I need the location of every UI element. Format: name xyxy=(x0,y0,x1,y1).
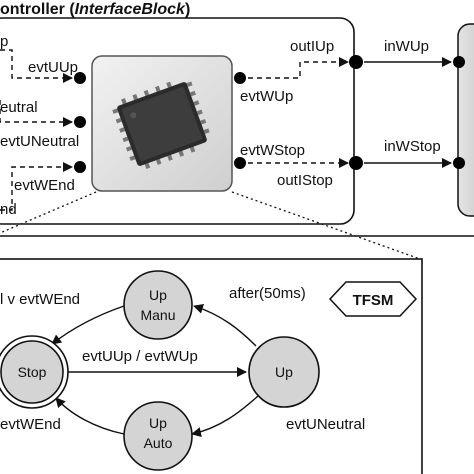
transition-label-top-right: after(50ms) xyxy=(229,285,306,302)
downstream-block xyxy=(457,23,474,217)
transitions xyxy=(51,303,259,437)
label-cut-up: p xyxy=(0,33,8,50)
label-inwstop: inWStop xyxy=(384,138,441,155)
transition-label-bottom-right: evtUNeutral xyxy=(286,416,365,433)
state-up-manu-line1: Up xyxy=(149,287,167,303)
state-up-auto: Up Auto xyxy=(123,401,193,471)
state-up-manu: Up Manu xyxy=(123,270,193,340)
transition-up-to-upauto xyxy=(191,395,259,437)
label-evtuneutral: evtUNeutral xyxy=(0,133,79,150)
port-outistop xyxy=(349,156,363,170)
tfsm-badge: TFSM xyxy=(328,281,418,317)
state-up-manu-line2: Manu xyxy=(140,307,175,323)
label-outiup: outIUp xyxy=(290,38,334,55)
label-evtuup: evtUUp xyxy=(28,59,78,76)
label-evtwup: evtWUp xyxy=(240,88,293,105)
chip-image xyxy=(91,55,233,192)
transition-label-middle: evtUUp / evtWUp xyxy=(82,348,198,365)
state-stop-label: Stop xyxy=(18,364,47,380)
transition-label-bottom-left: evtWEnd xyxy=(0,416,61,433)
port-evtwup xyxy=(234,72,246,84)
label-evtwstop: evtWStop xyxy=(240,142,305,159)
label-inwup: inWUp xyxy=(384,38,429,55)
transition-upmanu-to-stop xyxy=(51,305,125,345)
port-inwstop xyxy=(453,157,465,169)
port-evtuneutral xyxy=(74,116,86,128)
block-title: ontroller (InterfaceBlock) xyxy=(0,1,190,18)
port-evtwend xyxy=(74,161,86,173)
port-outiup xyxy=(349,55,363,69)
connectors xyxy=(0,49,452,211)
tfsm-badge-label: TFSM xyxy=(353,292,394,309)
state-up: Up xyxy=(248,336,320,408)
state-up-auto-line1: Up xyxy=(149,415,167,431)
port-inwup xyxy=(453,56,465,68)
transition-up-to-upmanu xyxy=(193,303,257,347)
zoom-callout-lines xyxy=(0,191,421,260)
port-evtuup xyxy=(74,72,86,84)
label-cut-end: nd xyxy=(0,201,17,218)
state-up-label: Up xyxy=(275,364,293,380)
state-up-auto-line2: Auto xyxy=(144,435,173,451)
label-cut-neutral: eutral xyxy=(0,99,38,116)
label-outistop: outIStop xyxy=(277,172,333,189)
state-stop: Stop xyxy=(0,335,69,409)
transition-upauto-to-stop xyxy=(55,397,125,435)
transition-label-top-left: l v evtWEnd xyxy=(0,291,80,308)
label-evtwend: evtWEnd xyxy=(14,177,75,194)
port-evtwstop xyxy=(234,157,246,169)
